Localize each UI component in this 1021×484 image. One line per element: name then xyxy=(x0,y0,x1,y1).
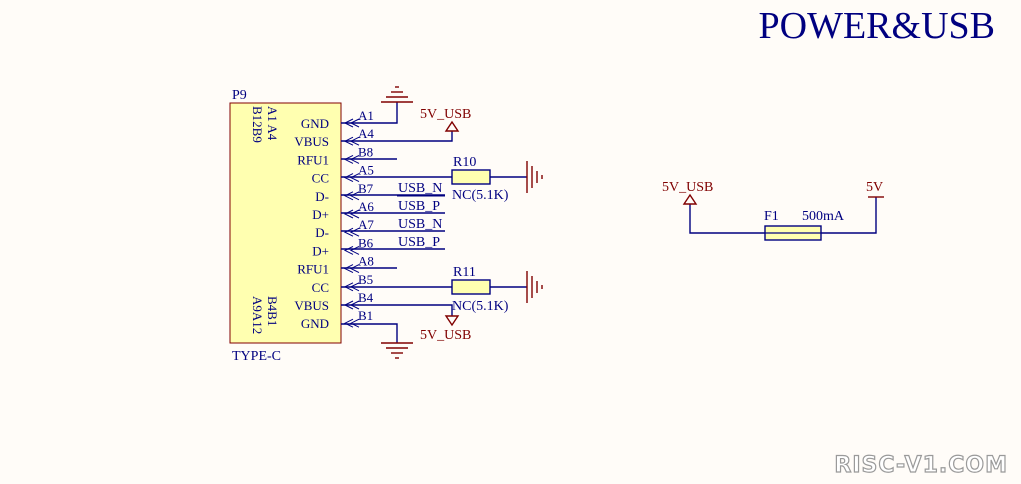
pin-function-label: CC xyxy=(312,171,329,186)
pin-marker-icon xyxy=(349,318,360,328)
pin-number-label: A6 xyxy=(358,199,374,214)
wire-vbus-top xyxy=(341,131,453,142)
usb-typec-connector: P9 TYPE-C B12B9 A1 A4 B4B1 A9A12 GNDA1VB… xyxy=(229,88,374,364)
pin-function-label: GND xyxy=(301,316,329,331)
fuse-f1: F1 500mA xyxy=(764,209,845,241)
pin-number-label: A5 xyxy=(358,163,374,178)
wires xyxy=(341,102,877,343)
ground-r10-icon xyxy=(526,161,543,193)
ground-symbols xyxy=(381,86,543,359)
connector-vlabel-bottom-a: A9A12 xyxy=(250,296,265,334)
pin-function-label: D- xyxy=(315,189,329,204)
pin-number-label: B1 xyxy=(358,308,373,323)
power-arrow-up-icon-fuse-in xyxy=(682,193,698,205)
connector-body xyxy=(229,102,342,344)
ground-bottom-icon xyxy=(381,342,413,359)
pin-number-label: B5 xyxy=(358,272,373,287)
wire-gnd-bottom xyxy=(341,323,398,343)
sheet-title: POWER&USB xyxy=(759,5,995,47)
pin-function-label: D+ xyxy=(312,243,329,258)
net-label-usb-n-1: USB_N xyxy=(398,181,442,196)
pin-number-label: A4 xyxy=(358,126,374,141)
net-label-vbus-top: 5V_USB xyxy=(420,107,471,122)
pin-number-label: A8 xyxy=(358,254,374,269)
fuse-f1-designator: F1 xyxy=(764,209,779,224)
pin-function-label: CC xyxy=(312,280,329,295)
pin-marker-icon xyxy=(343,209,354,219)
net-label-usb-p-2: USB_P xyxy=(398,235,440,250)
pin-marker-icon xyxy=(349,227,360,237)
resistor-r10-value: NC(5.1K) xyxy=(452,188,509,203)
pin-number-label: A1 xyxy=(358,108,374,123)
pin-function-label: RFU1 xyxy=(297,152,329,167)
resistor-r10: R10 NC(5.1K) xyxy=(451,155,509,203)
pin-marker-icon xyxy=(349,191,360,201)
connector-type: TYPE-C xyxy=(232,349,281,364)
pin-function-label: GND xyxy=(301,116,329,131)
ground-r11-icon xyxy=(526,271,543,303)
pin-number-label: B4 xyxy=(358,290,374,305)
resistor-r11: R11 NC(5.1K) xyxy=(451,265,509,314)
net-label-usb-n-2: USB_N xyxy=(398,217,442,232)
connector-vlabel-top-a: A1 A4 xyxy=(265,106,280,141)
connector-pins: GNDA1VBUSA4RFU1B8CCA5D-B7D+A6D-A7D+B6RFU… xyxy=(294,108,374,331)
pin-marker-icon xyxy=(343,245,354,255)
resistor-r11-value: NC(5.1K) xyxy=(452,299,509,314)
resistor-r11-designator: R11 xyxy=(453,265,476,280)
resistor-r10-designator: R10 xyxy=(453,155,476,170)
pin-number-label: B8 xyxy=(358,144,373,159)
wire-fuse-in xyxy=(689,204,765,234)
connector-vlabel-top-b: B12B9 xyxy=(250,106,265,143)
pin-function-label: D+ xyxy=(312,207,329,222)
pin-marker-icon xyxy=(343,318,354,328)
pin-marker-icon xyxy=(343,227,354,237)
connector-designator: P9 xyxy=(232,88,247,103)
pin-function-label: VBUS xyxy=(294,134,329,149)
pin-number-label: B7 xyxy=(358,181,374,196)
pin-marker-icon xyxy=(349,245,360,255)
pin-function-label: RFU1 xyxy=(297,262,329,277)
power-ports xyxy=(444,120,884,327)
power-arrow-up-icon-top xyxy=(444,120,460,132)
power-arrow-down-icon-bottom xyxy=(444,315,460,327)
wire-gnd-top xyxy=(341,102,398,124)
wire-vbus-bottom xyxy=(341,304,453,316)
net-label-fuse-out: 5V xyxy=(866,180,883,195)
resistor-r11-body xyxy=(451,279,491,295)
resistor-r10-body xyxy=(451,169,491,185)
pin-number-label: B6 xyxy=(358,235,374,250)
net-label-usb-p-1: USB_P xyxy=(398,199,440,214)
pin-function-label: VBUS xyxy=(294,298,329,313)
pin-marker-icon xyxy=(349,209,360,219)
ground-top-icon xyxy=(381,86,413,103)
pin-function-label: D- xyxy=(315,225,329,240)
net-label-vbus-bottom: 5V_USB xyxy=(420,328,471,343)
watermark-logo: RISC-V1.COM xyxy=(834,453,1008,478)
pin-number-label: A7 xyxy=(358,217,374,232)
wire-fuse-out xyxy=(821,197,877,234)
net-label-fuse-in: 5V_USB xyxy=(662,180,713,195)
fuse-f1-value: 500mA xyxy=(802,209,845,224)
connector-vlabel-bottom-b: B4B1 xyxy=(265,296,280,326)
pin-marker-icon xyxy=(343,191,354,201)
